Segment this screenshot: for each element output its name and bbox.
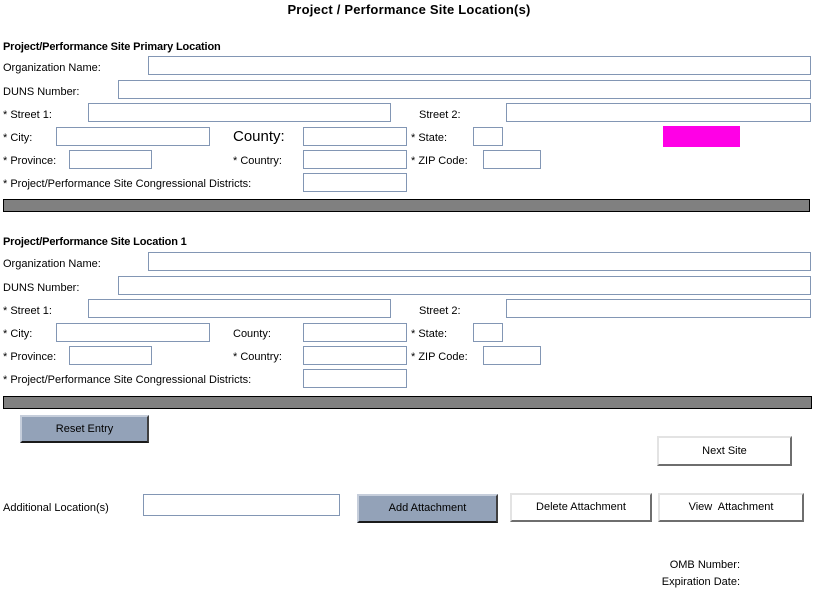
reset-entry-label: Reset Entry	[55, 422, 114, 435]
section-separator-2	[3, 396, 812, 409]
input-organization-name-location1[interactable]	[148, 252, 811, 271]
input-country-primary[interactable]	[303, 150, 407, 169]
input-street2-primary[interactable]	[506, 103, 811, 122]
label-congressional-districts-primary: * Project/Performance Site Congressional…	[3, 178, 252, 190]
label-street2-primary: Street 2:	[419, 109, 461, 121]
label-county-primary: County:	[233, 128, 285, 145]
omb-number-label: OMB Number:	[669, 559, 740, 571]
label-street1-primary: * Street 1:	[3, 109, 52, 121]
input-state-primary[interactable]	[473, 127, 503, 146]
input-congressional-districts-primary[interactable]	[303, 173, 407, 192]
label-zip-primary: * ZIP Code:	[411, 155, 468, 167]
add-attachment-label: Add Attachment	[388, 502, 467, 514]
label-province-location1: * Province:	[3, 351, 57, 363]
add-attachment-button[interactable]: Add Attachment	[357, 494, 498, 523]
input-street1-location1[interactable]	[88, 299, 391, 318]
expiration-date-label: Expiration Date:	[661, 576, 740, 588]
section-header-location-1: Project/Performance Site Location 1	[3, 236, 187, 248]
label-organization-name-location1: Organization Name:	[3, 258, 101, 270]
label-county-location1: County:	[233, 328, 271, 340]
input-zip-primary[interactable]	[483, 150, 541, 169]
delete-attachment-label: Delete Attachment	[536, 501, 626, 513]
label-country-primary: * Country:	[233, 155, 282, 167]
input-duns-number-primary[interactable]	[118, 80, 811, 99]
label-province-primary: * Province:	[3, 155, 57, 167]
label-zip-location1: * ZIP Code:	[411, 351, 468, 363]
label-street1-location1: * Street 1:	[3, 305, 52, 317]
input-additional-locations[interactable]	[143, 494, 340, 516]
next-site-button[interactable]: Next Site	[657, 436, 792, 466]
input-organization-name-primary[interactable]	[148, 56, 811, 75]
label-additional-locations: Additional Location(s)	[3, 502, 109, 514]
input-province-location1[interactable]	[69, 346, 152, 365]
next-site-label: Next Site	[702, 444, 747, 457]
view-attachment-button[interactable]: View Attachment	[658, 493, 804, 522]
label-country-location1: * Country:	[233, 351, 282, 363]
input-province-primary[interactable]	[69, 150, 152, 169]
label-congressional-districts-location1: * Project/Performance Site Congressional…	[3, 374, 252, 386]
input-zip-location1[interactable]	[483, 346, 541, 365]
view-attachment-label: View Attachment	[688, 501, 774, 513]
input-duns-number-location1[interactable]	[118, 276, 811, 295]
label-state-primary: * State:	[411, 132, 448, 144]
label-street2-location1: Street 2:	[419, 305, 461, 317]
input-street2-location1[interactable]	[506, 299, 811, 318]
label-city-primary: * City:	[3, 132, 33, 144]
label-organization-name-primary: Organization Name:	[3, 62, 101, 74]
label-state-location1: * State:	[411, 328, 448, 340]
input-street1-primary[interactable]	[88, 103, 391, 122]
reset-entry-button[interactable]: Reset Entry	[20, 415, 149, 443]
page-title: Project / Performance Site Location(s)	[287, 2, 531, 17]
input-city-location1[interactable]	[56, 323, 210, 342]
state-highlight-block	[663, 126, 740, 147]
section-header-primary-location: Project/Performance Site Primary Locatio…	[3, 41, 221, 53]
label-duns-number-primary: DUNS Number:	[3, 86, 80, 98]
input-county-location1[interactable]	[303, 323, 407, 342]
input-country-location1[interactable]	[303, 346, 407, 365]
input-county-primary[interactable]	[303, 127, 407, 146]
input-congressional-districts-location1[interactable]	[303, 369, 407, 388]
label-city-location1: * City:	[3, 328, 33, 340]
label-duns-number-location1: DUNS Number:	[3, 282, 80, 294]
section-separator-1	[3, 199, 810, 212]
input-city-primary[interactable]	[56, 127, 210, 146]
delete-attachment-button[interactable]: Delete Attachment	[510, 493, 652, 522]
input-state-location1[interactable]	[473, 323, 503, 342]
